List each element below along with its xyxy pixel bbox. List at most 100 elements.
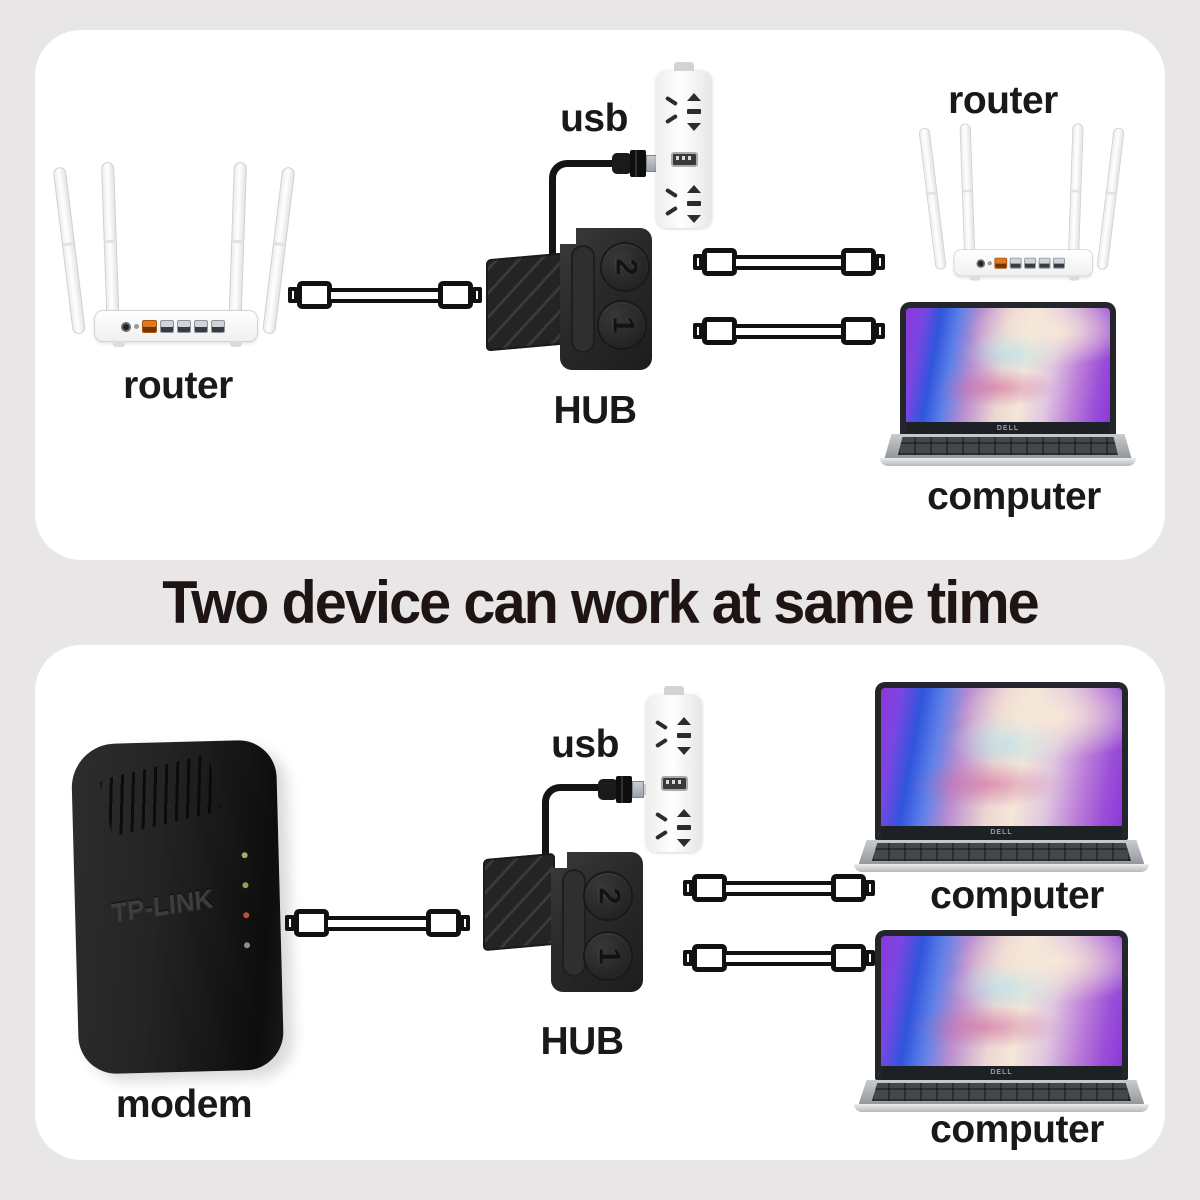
laptop-wallpaper [881, 936, 1122, 1066]
usb-plug-icon [288, 287, 298, 303]
usb-connector-icon [438, 281, 473, 309]
laptop-keyboard-deck [858, 1080, 1145, 1106]
outlet-slot [654, 811, 669, 823]
power-strip [646, 686, 702, 852]
router-foot [113, 341, 125, 347]
usb-label: usb [551, 723, 619, 766]
usb-plug-icon [683, 950, 693, 966]
wan-port [142, 320, 157, 333]
modem-device: TP-LINK [70, 739, 285, 1075]
antenna [918, 127, 947, 271]
usb-plug-icon [683, 880, 693, 896]
router-foot [969, 275, 980, 281]
usb-hub: 2 1 [551, 852, 643, 992]
outlet-slot [687, 215, 701, 223]
power-button [121, 321, 131, 332]
router-body [94, 310, 258, 342]
antenna [52, 166, 86, 335]
usb-power-cable [542, 784, 600, 858]
hub-ribbon-cable [483, 852, 555, 952]
usb-plug-icon [472, 287, 482, 303]
laptop-screen: DELL [900, 302, 1116, 436]
usb-plug-boot [612, 153, 632, 174]
outlet-slot [687, 201, 701, 206]
page-title: Two device can work at same time [162, 569, 1039, 636]
hub-port-1: 1 [585, 933, 631, 979]
hub-port-2-number: 2 [609, 258, 642, 276]
usb-connector-icon [426, 909, 461, 937]
hub-port-1-number: 1 [592, 947, 625, 965]
lan-port [160, 320, 174, 333]
lan-port [1024, 257, 1037, 269]
laptop-keyboard-deck [884, 434, 1132, 460]
modem-status-leds [241, 852, 251, 949]
lan-port [1038, 257, 1051, 269]
power-outlet [664, 182, 704, 226]
laptop-brand-logo: DELL [881, 1066, 1122, 1080]
laptop-keyboard [872, 843, 1131, 861]
hub-label: HUB [540, 1020, 625, 1063]
router-left [52, 138, 296, 350]
usb-plug-icon [865, 880, 875, 896]
outlet-slot [677, 733, 691, 738]
usb-label: usb [560, 97, 628, 140]
antenna [959, 123, 976, 270]
modem-body: TP-LINK [70, 739, 285, 1075]
antenna [228, 161, 247, 335]
wan-port [994, 257, 1008, 269]
router-left-label: router [123, 364, 233, 407]
laptop-base [854, 864, 1149, 872]
usb-connector-icon [297, 281, 332, 309]
laptop-brand-logo: DELL [906, 422, 1110, 436]
outlet-slot [664, 113, 679, 125]
power-button [976, 258, 986, 268]
outlet-slot [687, 185, 701, 193]
cable-hub-to-computer [693, 316, 885, 346]
laptop-screen: DELL [875, 682, 1128, 840]
usb-connector-icon [692, 944, 727, 972]
cable-wire [736, 254, 842, 270]
usb-connector-icon [294, 909, 329, 937]
cable-wire [726, 950, 832, 966]
usb-plug-icon [875, 323, 885, 339]
wps-button [987, 261, 992, 266]
power-outlet [654, 806, 694, 850]
hub-ridge [571, 245, 595, 353]
hub-port-2: 2 [602, 244, 648, 290]
cable-hub-to-computer2 [683, 943, 875, 973]
outlet-slot [654, 737, 669, 749]
power-outlet [664, 90, 704, 134]
usb-connector-icon [831, 944, 866, 972]
outlet-slot [677, 825, 691, 830]
cable-wire [328, 915, 427, 931]
outlet-slot [687, 123, 701, 131]
outlet-slot [677, 809, 691, 817]
laptop-wallpaper [881, 688, 1122, 826]
modem-label: modem [115, 1083, 253, 1126]
usb-plug-icon [460, 915, 470, 931]
router-ports [976, 257, 1065, 269]
usb-plug-body [616, 776, 632, 803]
usb-connector-icon [831, 874, 866, 902]
usb-port [671, 152, 698, 167]
usb-hub: 2 1 [560, 228, 652, 370]
antenna [101, 161, 120, 335]
cable-hub-to-computer1 [683, 873, 875, 903]
router-ports [121, 320, 225, 333]
modem-brand-logo: TP-LINK [110, 882, 215, 928]
usb-plug-icon [875, 254, 885, 270]
outlet-slot [664, 95, 679, 107]
laptop-brand-logo: DELL [881, 826, 1122, 840]
usb-plug-metal [632, 781, 644, 798]
internet-led [243, 912, 250, 919]
outlet-slot [664, 187, 679, 199]
cable-wire [736, 323, 842, 339]
router-foot [1069, 275, 1080, 281]
link-led [242, 882, 249, 889]
usb-connector-icon [841, 317, 876, 345]
usb-plug-icon [693, 254, 703, 270]
lan-port [1009, 257, 1022, 269]
outlet-slot [677, 717, 691, 725]
wps-button [134, 324, 139, 329]
